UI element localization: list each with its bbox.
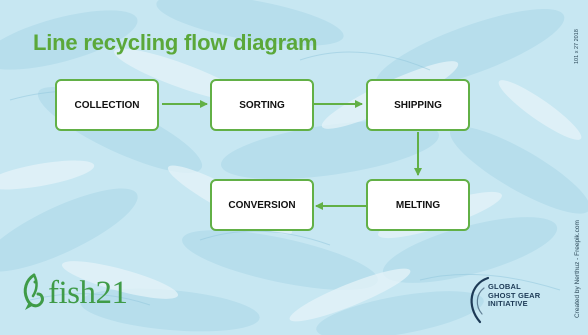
gggi-arc-icon	[470, 276, 490, 324]
diagram-title: Line recycling flow diagram	[33, 30, 318, 55]
node-melting-label: MELTING	[395, 199, 441, 211]
fish21-logo: fish21	[20, 272, 128, 314]
node-conversion: CONVERSION	[210, 179, 314, 231]
node-collection: COLLECTION	[55, 79, 159, 131]
node-collection-label: COLLECTION	[74, 99, 140, 111]
fish-hook-icon	[23, 273, 44, 310]
gggi-line-3: INITIATIVE	[488, 299, 528, 308]
gggi-line-1: GLOBAL	[488, 282, 521, 291]
photo-credit: Created by Nerthuz - Freepik.com	[574, 220, 581, 318]
node-conversion-label: CONVERSION	[228, 199, 296, 211]
gggi-logo: GLOBAL GHOST GEAR INITIATIVE	[462, 276, 572, 324]
node-melting: MELTING	[366, 179, 470, 231]
document-code: 101 x 27 2018	[574, 29, 580, 64]
node-shipping-label: SHIPPING	[394, 99, 442, 111]
gggi-line-2: GHOST GEAR	[488, 290, 541, 300]
node-sorting: SORTING	[210, 79, 314, 131]
gggi-wordmark: GLOBAL GHOST GEAR INITIATIVE	[488, 282, 541, 309]
node-sorting-label: SORTING	[239, 99, 285, 111]
fish21-wordmark: fish21	[48, 274, 128, 311]
node-shipping: SHIPPING	[366, 79, 470, 131]
